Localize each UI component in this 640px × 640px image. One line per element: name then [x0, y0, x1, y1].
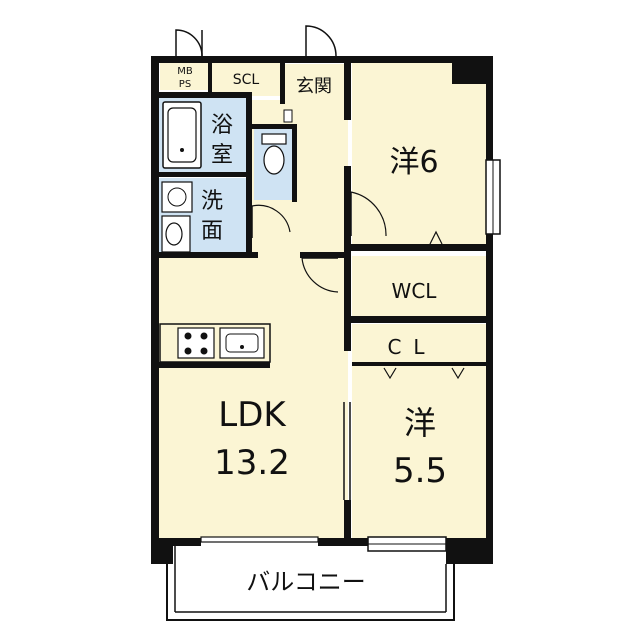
sliding-door-icon: [343, 402, 351, 500]
western6-label: 洋6: [389, 145, 438, 180]
washroom-label-line2: 面: [201, 219, 223, 244]
wall-western6-left: [344, 56, 351, 120]
wall-mbps-right: [208, 62, 212, 92]
ldk-floor: [158, 256, 348, 540]
toilet-icon: [261, 133, 287, 175]
western6-floor: [352, 62, 488, 248]
ldk-door-icon: [301, 257, 339, 293]
wall-wet-bottom: [152, 252, 258, 258]
wall-bath-bottom: [152, 172, 250, 177]
mbps-label-line2: PS: [179, 79, 191, 90]
sink-icon: [219, 327, 265, 359]
ldk-label-line2: 13.2: [214, 443, 290, 483]
room-fills: [158, 62, 488, 540]
wall-ldk-right: [344, 251, 351, 351]
wall-cl-bottom: [352, 362, 486, 366]
wall-toilet-top: [250, 124, 296, 129]
bathtub-icon: [162, 101, 202, 169]
kitchen-counter-outline: [159, 323, 271, 363]
scl-floor: [212, 62, 280, 96]
wall-wet-top: [152, 92, 250, 98]
column-top-right: [452, 56, 493, 84]
western55-floor: [352, 364, 486, 540]
column-bottom-left: [151, 538, 173, 564]
wcl-floor: [352, 256, 486, 318]
stove-icon: [177, 327, 215, 359]
western55-label-line2: 5.5: [393, 451, 447, 491]
western55-label-line1: 洋: [404, 404, 436, 442]
window-western55: [367, 536, 447, 552]
wall-bottom-left: [151, 538, 201, 546]
entrance-door-icon: [305, 25, 337, 57]
balcony-area: [166, 546, 455, 621]
bath-label-line1: 浴: [211, 113, 233, 138]
wall-western6-left-lower: [344, 166, 351, 248]
window-ldk: [200, 536, 319, 543]
wall-ldk-right-lower: [344, 500, 351, 544]
ldk-label-line1: LDK: [218, 395, 287, 435]
cl-label: CL: [387, 335, 436, 359]
kitchen-counter-edge: [158, 362, 270, 368]
washbasin-icon: [161, 215, 191, 253]
washroom-label-line1: 洗: [201, 189, 223, 214]
entrance-floor: [284, 64, 348, 104]
cl-floor: [352, 324, 486, 364]
scl-label: SCL: [233, 72, 260, 88]
wall-top: [152, 56, 492, 63]
wall-scl-bottom: [210, 92, 250, 96]
mbps-floor: [160, 62, 210, 90]
mbps-door-icon: [175, 29, 203, 57]
toilet-paper-icon: [283, 109, 293, 123]
walls: [151, 56, 493, 564]
wall-entrance-left: [280, 62, 285, 104]
mbps-label-line1: MB: [177, 66, 193, 77]
wall-western6-bottom: [344, 244, 492, 251]
wall-toilet-right: [292, 124, 297, 202]
balcony-label: バルコニー: [246, 568, 366, 596]
washroom-door-icon: [251, 204, 291, 238]
bath-label-line2: 室: [211, 143, 233, 168]
western6-door-icon: [350, 191, 387, 237]
wall-right: [486, 56, 493, 564]
column-bottom-right: [446, 538, 493, 564]
cl-door-marks: [383, 230, 465, 380]
window-right: [485, 159, 501, 235]
wall-hall-bottom: [300, 252, 350, 258]
wall-left: [151, 56, 159, 564]
entrance-label: 玄関: [296, 76, 332, 97]
wcl-label: WCL: [392, 279, 438, 303]
washing-machine-icon: [161, 181, 193, 213]
wall-bottom-mid: [318, 538, 368, 546]
wall-wcl-bottom: [344, 316, 492, 323]
